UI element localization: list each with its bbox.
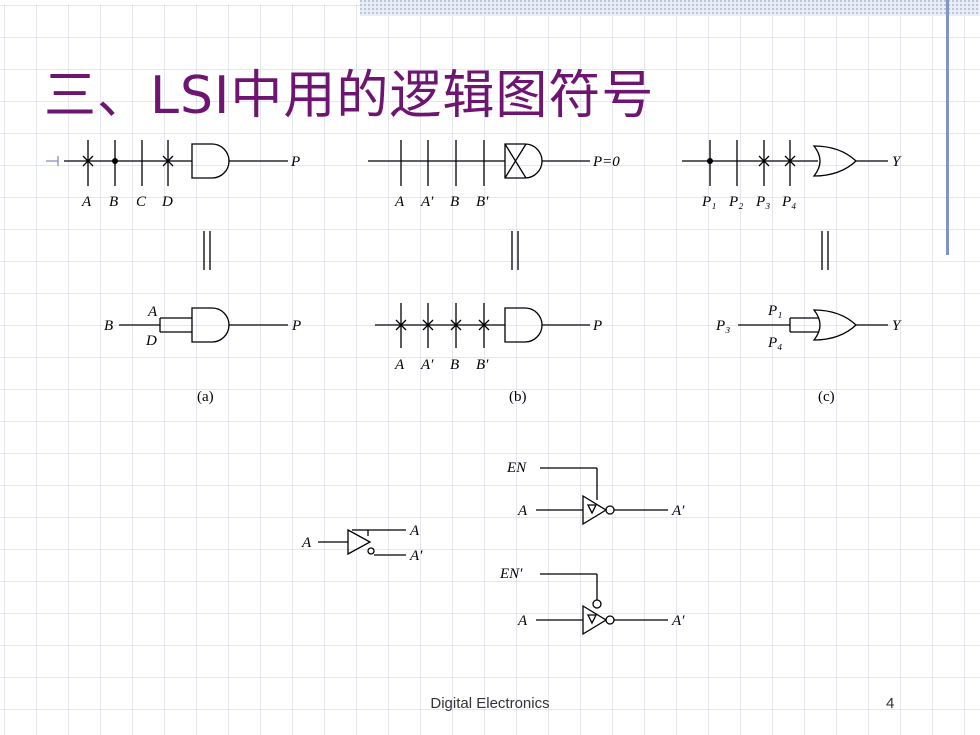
- panel-b-input-label: B′: [476, 194, 489, 210]
- panel-b-input-label: A: [394, 194, 405, 210]
- tristate-high-output-label: A′: [671, 503, 685, 519]
- panel-c-output-label: Y: [892, 154, 902, 170]
- panel-b-input-label: A′: [420, 194, 434, 210]
- panel-c-eq-input-top: P₁: [767, 303, 782, 319]
- buffer-input-label: A: [301, 535, 312, 551]
- panel-b-top-circuit: [368, 140, 590, 186]
- panel-b-output-label: P=0: [592, 154, 620, 170]
- panel-c-top-circuit: [682, 140, 888, 186]
- slide-title: 三、LSI中用的逻辑图符号: [44, 66, 655, 126]
- tristate-low-output-label: A′: [671, 613, 685, 629]
- panel-b-eq-input-label: A: [394, 357, 405, 373]
- tristate-low-input-label: A: [517, 613, 528, 629]
- panel-a-input-label: C: [136, 194, 147, 210]
- panel-a-eq-input-left: B: [104, 318, 113, 334]
- panel-a-eq-output-label: P: [291, 318, 301, 334]
- panel-b-eq-input-label: B′: [476, 357, 489, 373]
- panel-c-input-label: P₂: [728, 194, 743, 210]
- panel-b-eq-input-label: A′: [420, 357, 434, 373]
- tristate-high-enable-label: EN: [506, 460, 527, 476]
- panel-c-bottom-circuit: [738, 309, 888, 341]
- panel-a-input-label: A: [81, 194, 92, 210]
- buffer-true-output-label: A: [409, 523, 420, 539]
- tristate-high-input-label: A: [517, 503, 528, 519]
- panel-c-eq-output-label: Y: [892, 318, 902, 334]
- panel-a-top-circuit: [64, 140, 288, 186]
- panel-b-eq-output-label: P: [592, 318, 602, 334]
- panel-c-input-label: P₁: [701, 194, 716, 210]
- panel-b-caption: (b): [509, 389, 527, 405]
- panel-a-input-label: B: [109, 194, 118, 210]
- panel-a-eq-input-top: A: [147, 304, 158, 320]
- panel-a-bottom-circuit: [119, 307, 288, 343]
- panel-a-input-label: D: [161, 194, 173, 210]
- panel-a-eq-input-bottom: D: [145, 333, 157, 349]
- footer-course-name: Digital Electronics: [430, 695, 550, 712]
- panel-b-input-label: B: [450, 194, 459, 210]
- panel-c-input-label: P₄: [781, 194, 796, 210]
- panel-a-caption: (a): [197, 389, 214, 405]
- accent-bar: [946, 0, 949, 255]
- tristate-inverter-active-low: [536, 573, 668, 636]
- panel-c-equivalence-sign: [821, 231, 829, 270]
- panel-c-caption: (c): [818, 389, 835, 405]
- panel-c-input-label: P₃: [755, 194, 770, 210]
- panel-c-eq-input-bottom: P₄: [767, 335, 782, 351]
- tristate-low-enable-label: EN′: [499, 566, 523, 582]
- panel-a-equivalence-sign: [203, 231, 211, 270]
- buffer-complement-output-label: A′: [409, 548, 423, 564]
- page-number: 4: [886, 695, 895, 712]
- panel-a-output-label: P: [290, 154, 300, 170]
- header-pattern-band: [360, 0, 980, 16]
- panel-b-equivalence-sign: [511, 231, 519, 270]
- panel-c-eq-input-left: P₃: [715, 318, 730, 334]
- panel-b-eq-input-label: B: [450, 357, 459, 373]
- panel-b-bottom-circuit: [375, 303, 590, 348]
- tristate-inverter-active-high: [536, 467, 668, 526]
- complement-buffer-symbol: [318, 528, 406, 556]
